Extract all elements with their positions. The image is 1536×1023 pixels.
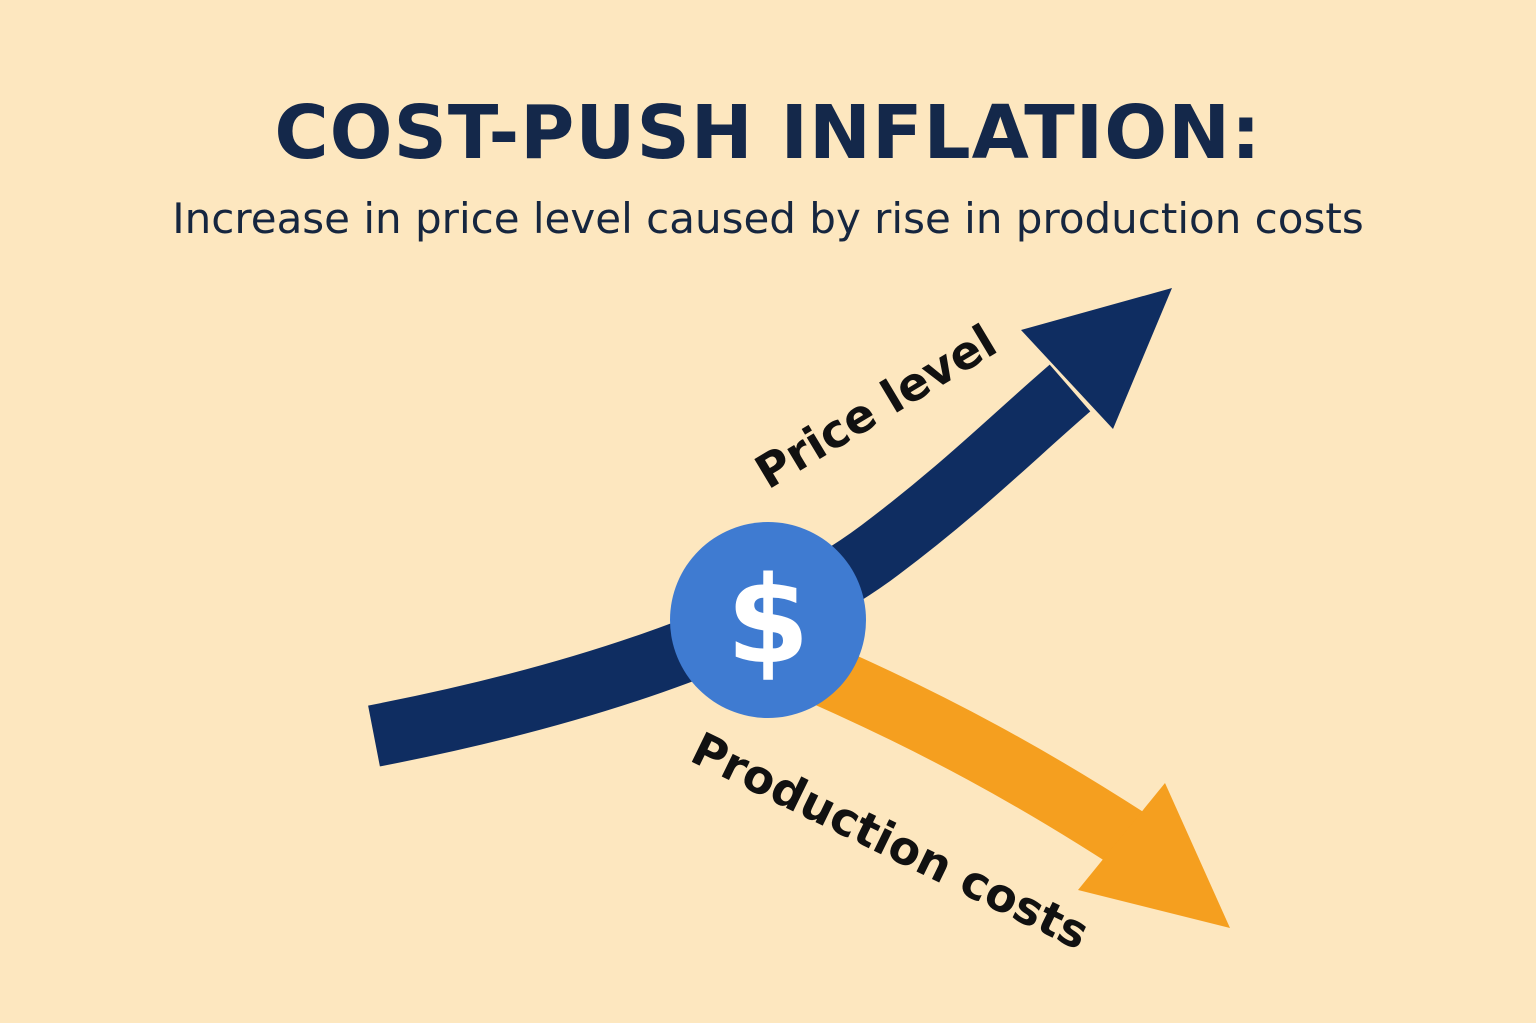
production-costs-arrow-head — [1078, 783, 1230, 928]
price-level-arrow-head — [1021, 288, 1172, 429]
dollar-badge: $ — [670, 522, 866, 718]
production-costs-arrow — [777, 631, 1230, 928]
page-title: COST-PUSH INFLATION: — [274, 90, 1262, 176]
dollar-icon: $ — [726, 552, 810, 691]
production-costs-arrow-shaft — [777, 631, 1178, 886]
dollar-badge-circle — [670, 522, 866, 718]
page-subtitle: Increase in price level caused by rise i… — [172, 194, 1364, 243]
